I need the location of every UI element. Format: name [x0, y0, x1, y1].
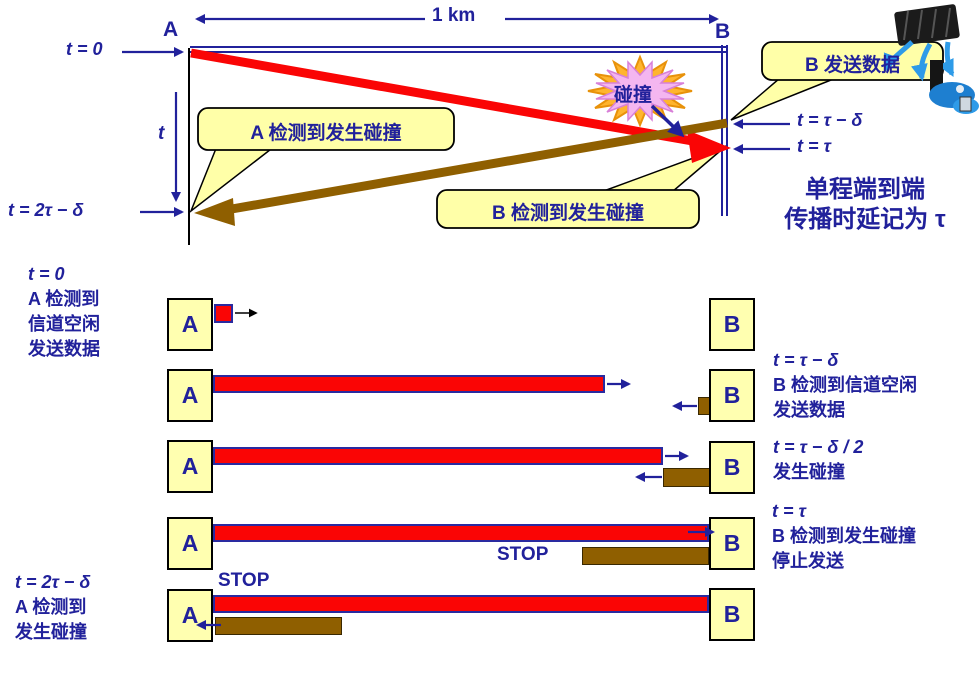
station-b-box: B [709, 298, 755, 351]
t-tau-label: t = τ [797, 136, 831, 156]
t-tau-delta-label: t = τ − δ [797, 110, 863, 130]
t-2tau-delta-label: t = 2τ − δ [8, 200, 84, 220]
station-a-label: A [163, 18, 179, 41]
server-stack-icon [894, 4, 960, 46]
row4-note-line: B 检测到发生碰撞 [772, 526, 916, 546]
callout-b-detect-label: B 检测到发生碰撞 [491, 203, 644, 224]
server-slat-icon [903, 10, 909, 41]
note-line1: 单程端到端 [805, 176, 925, 203]
row1-note-line: A 检测到 [28, 289, 100, 309]
station-b-box: B [709, 588, 755, 641]
collision-pointer-arrow [650, 104, 685, 138]
row3-time-label: t = τ − δ / 2 [773, 437, 864, 457]
station-b-box: B [709, 517, 755, 570]
row2-right-note: t = τ − δ B 检测到信道空闲 发送数据 [773, 348, 917, 423]
disc-icon [956, 85, 964, 93]
server-slat-icon [917, 9, 923, 40]
t0-label: t = 0 [66, 39, 103, 59]
station-a-box: A [167, 517, 213, 570]
row4-right-note: t = τ B 检测到发生碰撞 停止发送 [772, 499, 916, 574]
collision-label: 碰撞 [614, 85, 653, 106]
device-pad-icon [929, 82, 975, 108]
row2-a-frame-bar [213, 375, 605, 393]
row5-note-line: A 检测到 [15, 597, 87, 617]
row2-note-line: 发送数据 [773, 400, 845, 420]
row5-b-frame-bar [215, 617, 342, 635]
row4-b-frame-bar [582, 547, 709, 565]
station-b-box: B [709, 369, 755, 422]
handheld-device-icon [959, 96, 972, 112]
row5-left-note: t = 2τ − δ A 检测到 发生碰撞 [15, 570, 90, 645]
row4-note-line: 停止发送 [772, 551, 844, 571]
row1-note-line: 信道空闲 [28, 314, 100, 334]
station-a-box: A [167, 440, 213, 493]
row5-time-label: t = 2τ − δ [15, 572, 91, 592]
station-a-box: A [167, 298, 213, 351]
row4-stop-label: STOP [497, 544, 549, 565]
row4-a-frame-bar [213, 524, 709, 542]
row2-note-line: B 检测到信道空闲 [773, 375, 917, 395]
server-slat-icon [931, 8, 937, 39]
row3-b-frame-bar [663, 468, 710, 487]
station-b-box: B [709, 441, 755, 494]
row3-right-note: t = τ − δ / 2 发生碰撞 [773, 435, 863, 485]
row2-time-label: t = τ − δ [773, 350, 839, 370]
row3-note-line: 发生碰撞 [773, 462, 845, 482]
row5-note-line: 发生碰撞 [15, 622, 87, 642]
callout-b-send-label: B 发送数据 [804, 55, 900, 76]
note-line2: 传播时延记为 τ [784, 206, 946, 233]
brown-frame-arrowhead [194, 198, 235, 226]
callout-b-detect-tail [600, 145, 727, 193]
row4-time-label: t = τ [772, 501, 806, 521]
row3-a-frame-bar [213, 447, 663, 465]
row5-stop-label: STOP [218, 570, 270, 591]
row1-left-note: t = 0 A 检测到 信道空闲 发送数据 [28, 262, 100, 362]
station-a-box: A [167, 369, 213, 422]
server-slat-icon [945, 7, 951, 38]
distance-label: 1 km [432, 5, 476, 26]
callout-a-detect-tail [189, 145, 278, 214]
callout-a-detect-label: A 检测到发生碰撞 [250, 123, 402, 144]
row1-note-line: 发送数据 [28, 339, 100, 359]
row1-time-label: t = 0 [28, 264, 65, 284]
red-frame-arrowhead [687, 130, 731, 163]
device-pad-icon [953, 98, 979, 114]
network-link-arrow [938, 41, 955, 78]
station-b-label: B [715, 20, 731, 43]
propagation-delay-note: 单程端到端 传播时延记为 τ [745, 175, 980, 235]
row5-a-frame-bar [213, 595, 709, 613]
station-a-box: A [167, 589, 213, 642]
time-axis-label: t [158, 123, 165, 144]
row1-a-frame-start [214, 304, 233, 323]
